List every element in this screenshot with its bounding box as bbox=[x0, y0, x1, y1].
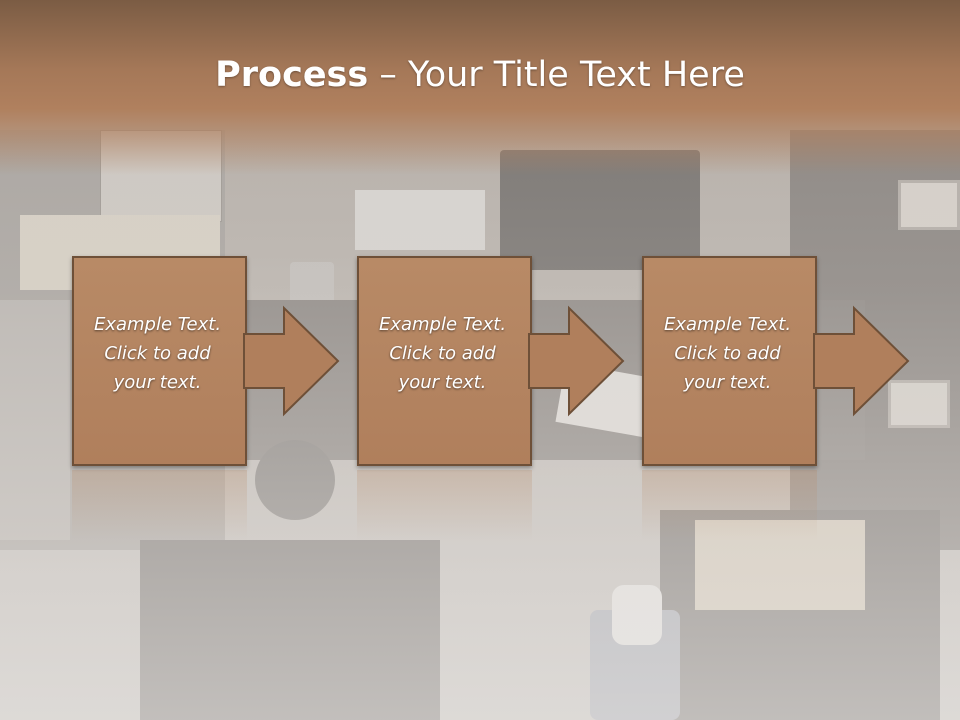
step-text-line: your text. bbox=[113, 372, 202, 393]
step-text-line: Click to add bbox=[104, 343, 211, 364]
slide-title[interactable]: Process – Your Title Text Here bbox=[0, 53, 960, 97]
step-text-line: Example Text. bbox=[663, 314, 792, 335]
step-text[interactable]: Example Text. Click to add your text. bbox=[642, 310, 813, 397]
step-text[interactable]: Example Text. Click to add your text. bbox=[357, 310, 528, 397]
step-text-line: Example Text. bbox=[378, 314, 507, 335]
step-reflection bbox=[642, 470, 817, 540]
process-step-2[interactable]: Example Text. Click to add your text. bbox=[357, 256, 532, 466]
step-text-line: Click to add bbox=[389, 343, 496, 364]
arrow-right-icon bbox=[243, 305, 340, 417]
step-box bbox=[357, 256, 532, 466]
arrow-right-icon bbox=[528, 305, 625, 417]
process-step-3[interactable]: Example Text. Click to add your text. bbox=[642, 256, 817, 466]
step-text[interactable]: Example Text. Click to add your text. bbox=[72, 310, 243, 397]
step-box bbox=[642, 256, 817, 466]
step-text-line: your text. bbox=[398, 372, 487, 393]
step-text-line: Example Text. bbox=[93, 314, 222, 335]
title-band bbox=[0, 0, 960, 175]
process-step-1[interactable]: Example Text. Click to add your text. bbox=[72, 256, 247, 466]
step-reflection bbox=[357, 470, 532, 540]
step-box bbox=[72, 256, 247, 466]
title-rest: – Your Title Text Here bbox=[368, 55, 745, 95]
step-text-line: your text. bbox=[683, 372, 772, 393]
title-bold: Process bbox=[215, 55, 369, 95]
step-reflection bbox=[72, 470, 247, 540]
step-text-line: Click to add bbox=[674, 343, 781, 364]
arrow-right-icon bbox=[813, 305, 910, 417]
